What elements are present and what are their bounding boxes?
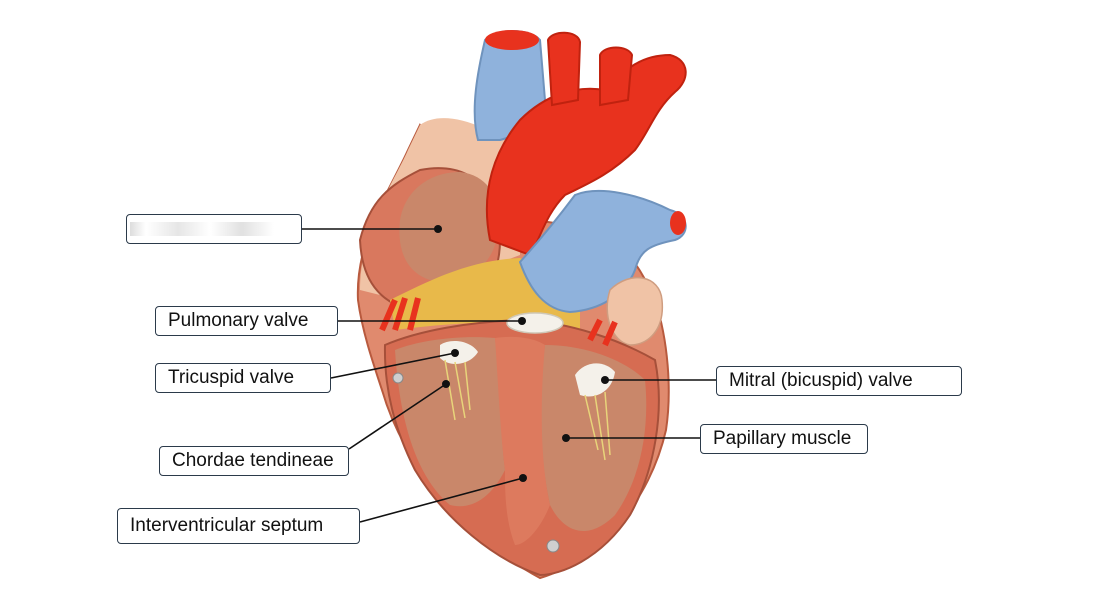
label-interventricular-septum: Interventricular septum [117, 508, 360, 544]
leader-interventricular-septum [359, 477, 524, 523]
leader-dot-chordae-tendineae [442, 380, 450, 388]
septum-muscle [495, 336, 550, 545]
svc-opening [485, 30, 539, 50]
leader-dot-pulmonary-valve [518, 317, 526, 325]
tricuspid-chordae [444, 359, 471, 421]
model-pin [546, 539, 560, 553]
label-obscured-text [130, 222, 290, 236]
left-carotid-artery [599, 46, 634, 107]
label-papillary-muscle: Papillary muscle [700, 424, 868, 454]
brachiocephalic-artery [546, 31, 582, 107]
coronary-vessels [379, 297, 618, 347]
right-atrium-cavity [399, 172, 499, 282]
label-tricuspid-valve: Tricuspid valve [155, 363, 331, 393]
label-chordae-tendineae: Chordae tendineae [159, 446, 349, 476]
tricuspid-leaflet [440, 340, 478, 364]
label-mitral-valve: Mitral (bicuspid) valve [716, 366, 962, 396]
pulmonary-opening [670, 211, 686, 235]
right-ventricle-cavity [395, 337, 505, 507]
leader-dot-mitral-valve [601, 376, 609, 384]
leader-dot-interventricular-septum [519, 474, 527, 482]
aorta [485, 53, 687, 257]
leader-dot-papillary-muscle [562, 434, 570, 442]
mitral-leaflet [575, 363, 615, 397]
leader-dot-right-atrium [434, 225, 442, 233]
mitral-chordae [584, 391, 611, 461]
leader-dot-tricuspid-valve [451, 349, 459, 357]
model-pin [392, 372, 404, 384]
pulmonary-artery [518, 189, 687, 314]
pulmonary-valve-cusps [506, 312, 564, 334]
leader-chordae-tendineae [348, 383, 447, 450]
label-pulmonary-valve: Pulmonary valve [155, 306, 338, 336]
leader-tricuspid-valve [330, 352, 456, 379]
